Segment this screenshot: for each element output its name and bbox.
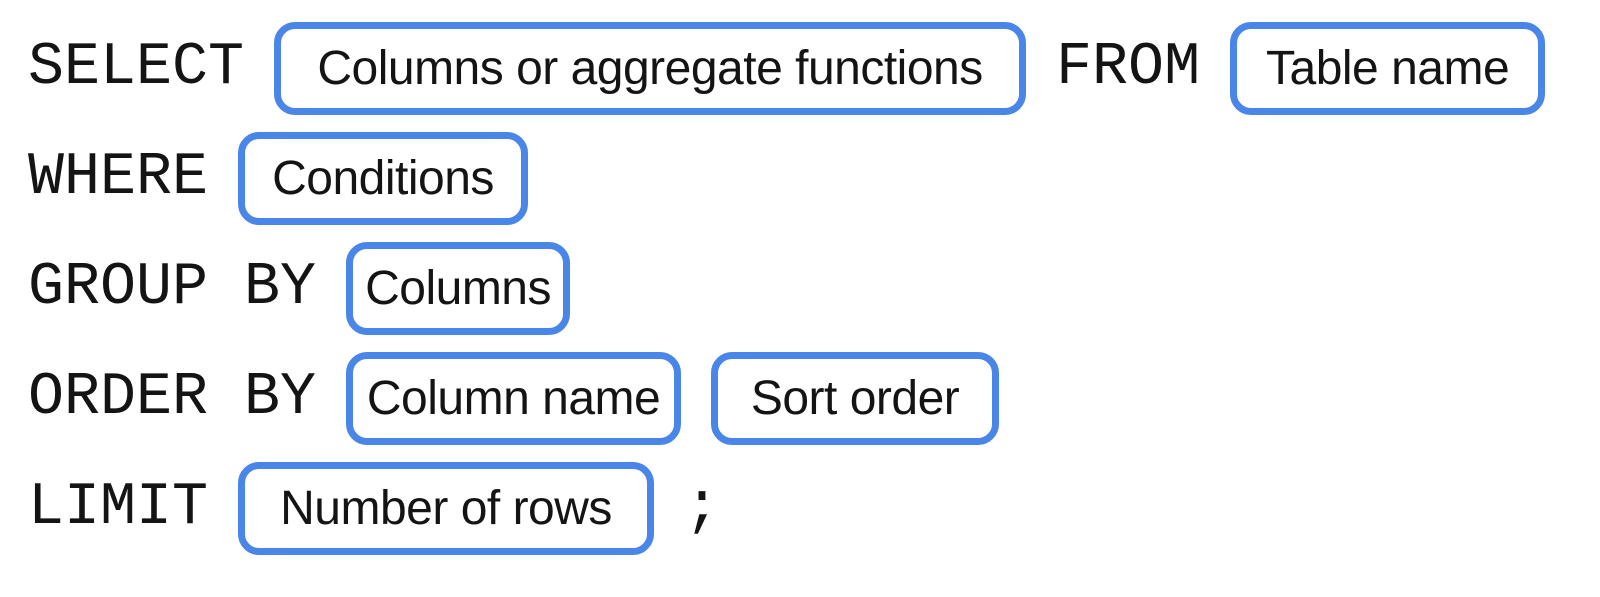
- placeholder-box: Table name: [1230, 22, 1546, 115]
- syntax-row: LIMIT Number of rows;: [28, 462, 1600, 555]
- placeholder-box: Column name: [346, 352, 682, 445]
- syntax-row: SELECT Columns or aggregate functions FROM…: [28, 22, 1600, 115]
- sql-keyword: SELECT: [28, 34, 245, 102]
- syntax-row: WHERE Conditions: [28, 132, 1600, 225]
- placeholder-box: Number of rows: [238, 462, 655, 555]
- sql-keyword: LIMIT: [28, 474, 209, 542]
- sql-keyword: FROM: [1056, 34, 1201, 102]
- placeholder-box: Columns or aggregate functions: [274, 22, 1027, 115]
- sql-keyword: ORDER BY: [28, 364, 317, 432]
- syntax-row: ORDER BY Column name Sort order: [28, 352, 1600, 445]
- placeholder-box: Conditions: [238, 132, 529, 225]
- statement-terminator: ;: [684, 474, 721, 542]
- sql-keyword: GROUP BY: [28, 254, 317, 322]
- syntax-row: GROUP BY Columns: [28, 242, 1600, 335]
- placeholder-box: Columns: [346, 242, 571, 335]
- placeholder-box: Sort order: [711, 352, 1000, 445]
- sql-keyword: WHERE: [28, 144, 209, 212]
